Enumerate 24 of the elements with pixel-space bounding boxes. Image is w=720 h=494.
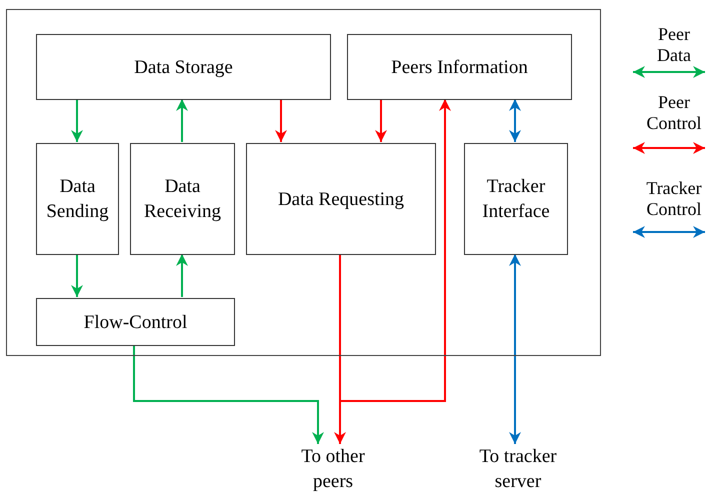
arrow	[509, 99, 521, 142]
arrow	[375, 99, 387, 142]
legend-label: Tracker Control	[645, 178, 703, 220]
arrow	[133, 345, 324, 444]
legend-label: Peer Data	[656, 24, 692, 66]
legend-label: Peer Control	[645, 92, 702, 134]
arrow	[71, 99, 83, 142]
endpoint-label: To tracker server	[458, 444, 578, 494]
module-box: Data Requesting	[246, 143, 436, 255]
arrow	[275, 99, 287, 142]
arrow	[71, 254, 83, 297]
module-box: Data Storage	[36, 34, 331, 100]
arrow	[176, 99, 188, 142]
arrow	[339, 99, 451, 444]
module-box: Data Receiving	[130, 143, 235, 255]
endpoint-label: To other peers	[278, 444, 388, 494]
arrow	[176, 254, 188, 297]
module-box: Flow-Control	[36, 298, 235, 346]
module-box: Data Sending	[36, 143, 119, 255]
container-box	[6, 9, 601, 356]
module-box: Tracker Interface	[464, 143, 568, 255]
arrow	[509, 254, 521, 444]
module-box: Peers Information	[347, 34, 572, 100]
arrow	[334, 254, 346, 444]
